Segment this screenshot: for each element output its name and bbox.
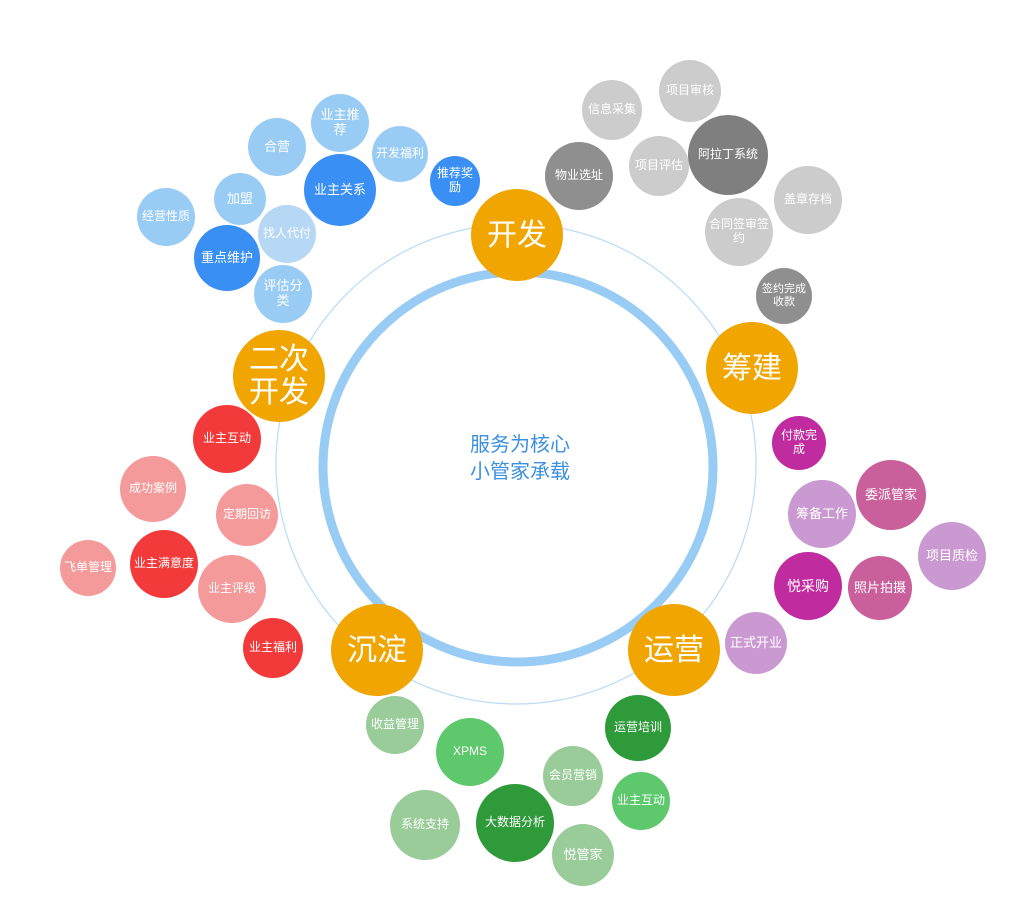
center-label-line2: 小管家承载 [470,461,570,483]
center-label-line1: 服务为核心 [470,434,570,456]
bubble-business-nature: 经营性质 [137,188,195,246]
phase-settle: 沉淀 [331,604,423,696]
bubble-project-inspect: 项目质检 [918,522,986,590]
bubble-project-review: 项目审核 [659,60,721,122]
bubble-payment-done: 付款完成 [772,416,826,470]
bubble-join: 加盟 [214,173,266,225]
bubble-owner-benefit: 业主福利 [243,618,303,678]
bubble-flyer-mgmt: 飞单管理 [60,540,116,596]
bubble-coop: 合营 [248,118,306,176]
bubble-owner-interact-green: 业主互动 [612,772,670,830]
bubble-dev-benefit: 开发福利 [372,126,428,182]
bubble-owner-interact-red: 业主互动 [193,405,261,473]
bubble-success-case: 成功案例 [120,456,186,522]
bubble-yue-keeper: 悦管家 [552,824,614,886]
phase-develop: 开发 [471,189,563,281]
bubble-formal-open: 正式开业 [725,612,787,674]
bubble-photo-shoot: 照片拍摄 [848,556,912,620]
bubble-sign-collect: 签约完成收款 [756,268,812,324]
phase-prep: 筹建 [706,322,798,414]
bubble-agent: 找人代付 [258,205,316,263]
bubble-dispatch-keeper: 委派管家 [856,460,926,530]
bubble-info-collect: 信息采集 [582,80,642,140]
bubble-revenue-mgmt: 收益管理 [366,696,424,754]
bubble-alading-system: 阿拉丁系统 [688,115,768,195]
bubble-member-mkt: 会员营销 [543,746,603,806]
bubble-xpms: XPMS [436,718,504,786]
bubble-yue-purchase: 悦采购 [774,552,842,620]
bubble-contract-sign: 合同签审签约 [705,198,773,266]
bubble-site-select: 物业选址 [545,142,613,210]
bubble-project-eval: 项目评估 [629,136,689,196]
bubble-recommend-reward: 推荐奖励 [430,156,480,206]
bubble-owner-relation: 业主关系 [304,154,376,226]
bubble-owner-recommend: 业主推荐 [311,94,369,152]
bubble-regular-visit: 定期回访 [216,484,278,546]
bubble-big-data: 大数据分析 [476,784,554,862]
bubble-eval-class: 评估分类 [254,265,312,323]
phase-redevelop: 二次开发 [233,330,325,422]
bubble-seal-archive: 盖章存档 [774,166,842,234]
bubble-system-support: 系统支持 [390,790,460,860]
center-label: 服务为核心 小管家承载 [420,432,620,486]
bubble-prep-work: 筹备工作 [788,480,856,548]
bubble-owner-rating: 业主评级 [198,555,266,623]
bubble-ops-training: 运营培训 [605,695,671,761]
phase-operate: 运营 [628,604,720,696]
bubble-owner-satisfaction: 业主满意度 [130,530,198,598]
bubble-key-maintain: 重点维护 [194,225,260,291]
